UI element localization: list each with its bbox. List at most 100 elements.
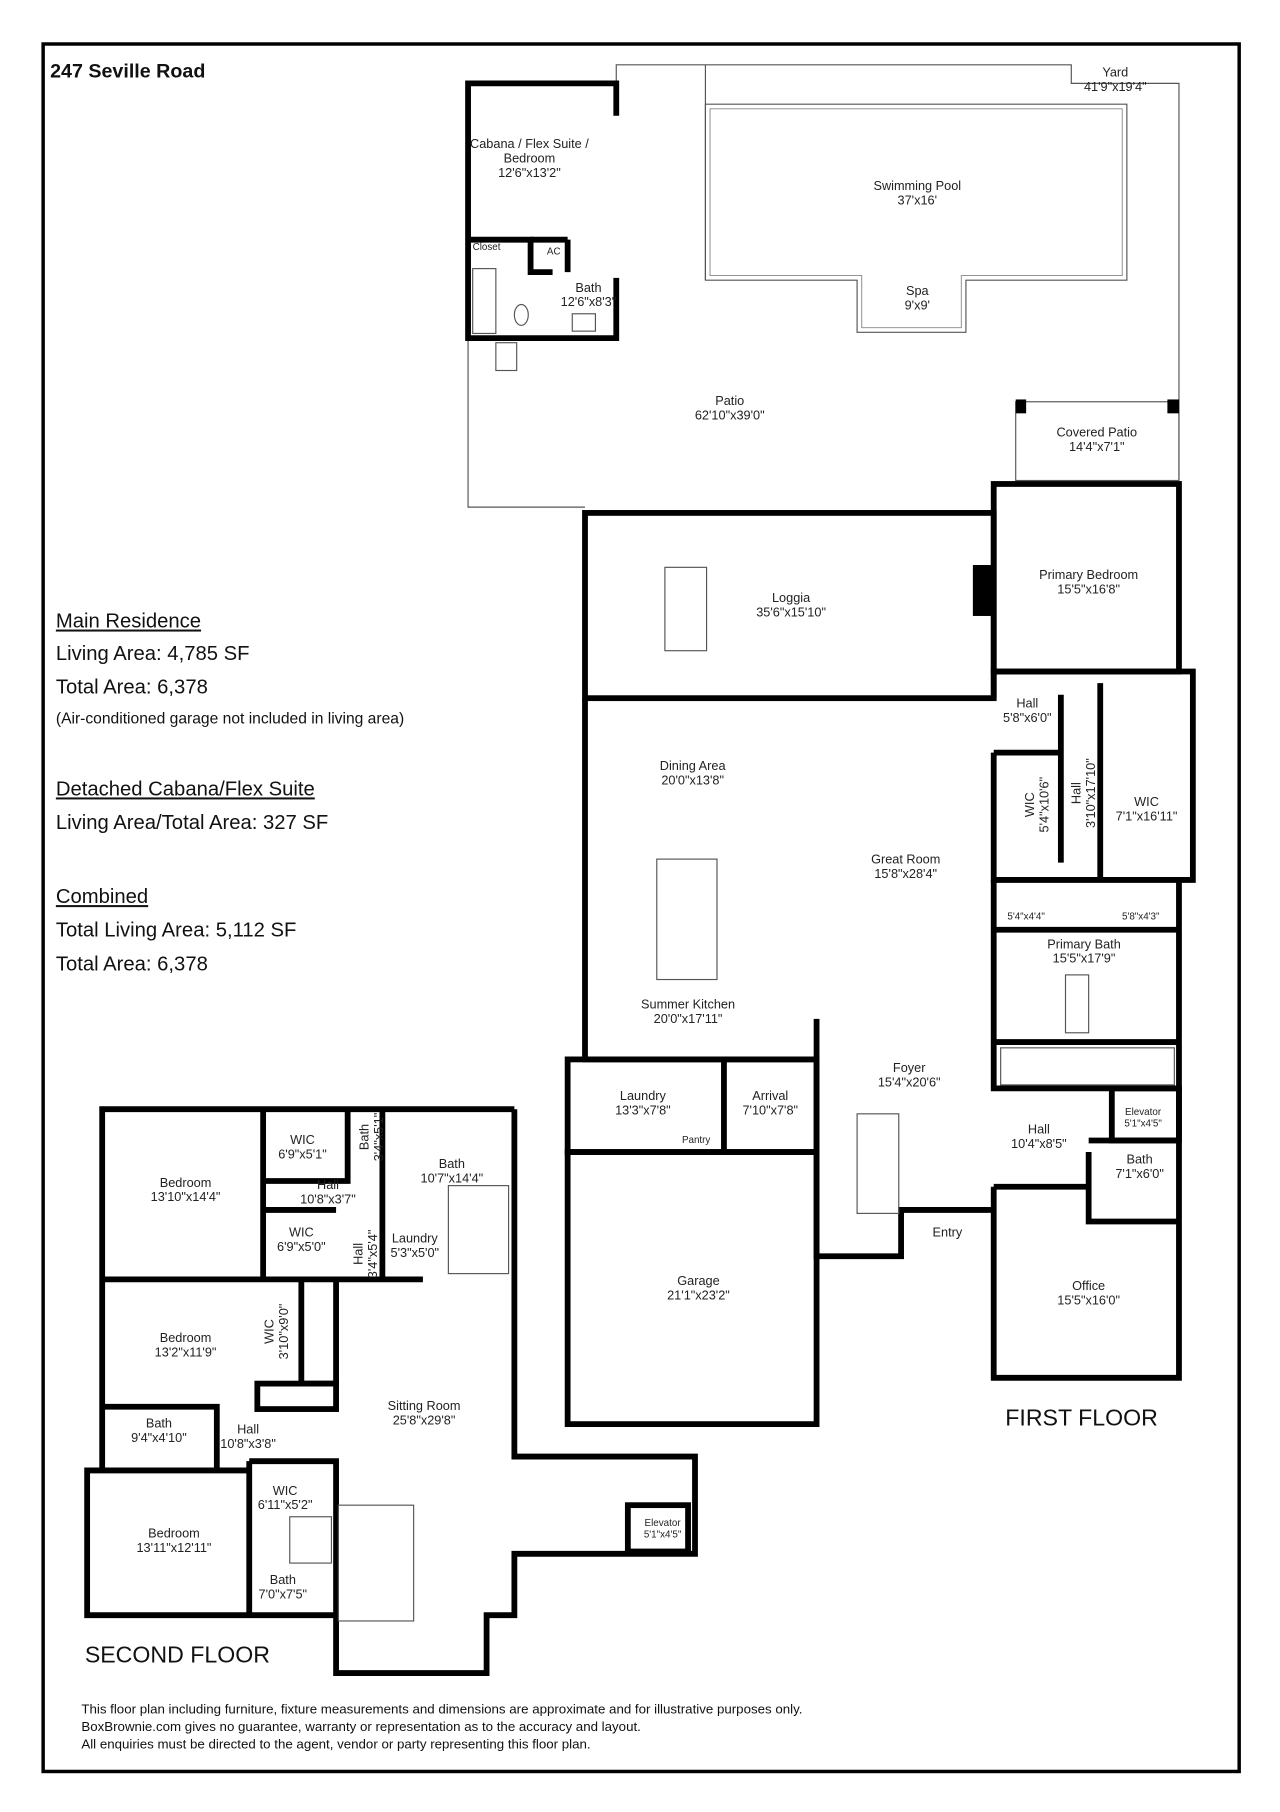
page-border <box>41 42 1241 1774</box>
room-dim: 15'5"x16'8" <box>1057 581 1120 596</box>
room-dim: 15'5"x16'0" <box>1057 1292 1120 1307</box>
room-name: Bedroom <box>160 1175 212 1190</box>
outdoor-outlines <box>467 64 1180 508</box>
room-name: Hall <box>317 1177 339 1192</box>
room-dim: 7'1"x6'0" <box>1115 1166 1164 1181</box>
room-name: Primary Bedroom <box>1039 567 1138 582</box>
room-dim: 5'8"x6'0" <box>1003 710 1052 725</box>
room-label: Hall3'10"x17'10" <box>1069 758 1098 828</box>
room-dim: 15'8"x28'4" <box>874 866 937 881</box>
room-name: Entry <box>933 1225 963 1240</box>
room-name2: Bedroom <box>504 151 556 166</box>
room-name: Pantry <box>682 1135 710 1146</box>
room-dim: 9'4"x4'10" <box>131 1430 187 1445</box>
room-name: WIC <box>1134 794 1159 809</box>
room-name: Foyer <box>893 1060 926 1075</box>
room-dim: 7'0"x7'5" <box>259 1586 308 1601</box>
room-label: Entry <box>933 1225 963 1240</box>
room-dim: 12'6"x13'2" <box>498 165 561 180</box>
room-dim: 7'10"x7'8" <box>742 1102 798 1117</box>
room-dim: 20'0"x17'11" <box>654 1011 723 1026</box>
room-dim: 37'x16' <box>898 192 938 207</box>
room-dim: 3'10"x17'10" <box>1083 758 1098 828</box>
room-name: Spa <box>906 283 930 298</box>
room-name: AC <box>547 247 561 258</box>
room-dim: 10'4"x8'5" <box>1011 1136 1067 1151</box>
room-name: Hall <box>351 1243 366 1265</box>
main-residence-heading: Main Residence <box>56 611 201 633</box>
room-dim: 62'10"x39'0" <box>695 408 765 423</box>
room-name: Closet <box>473 242 501 253</box>
room-dim: 13'10"x14'4" <box>151 1189 221 1204</box>
room-name: WIC <box>262 1319 277 1344</box>
room-label: Pantry <box>682 1135 710 1146</box>
cabana-walls <box>465 80 620 341</box>
room-dim: 14'4"x7'1" <box>1069 439 1125 454</box>
room-name: WIC <box>289 1225 314 1240</box>
main-note: (Air-conditioned garage not included in … <box>56 711 404 728</box>
room-name: Bath <box>270 1572 296 1587</box>
property-title: 247 Seville Road <box>50 61 205 83</box>
disclaimer-line: All enquiries must be directed to the ag… <box>81 1736 590 1751</box>
room-name: Bath <box>356 1124 371 1150</box>
room-dim: 35'6"x15'10" <box>756 605 826 620</box>
room-name: Hall <box>1069 782 1084 804</box>
room-label: 5'4"x4'4" <box>1007 911 1045 922</box>
disclaimer-line: This floor plan including furniture, fix… <box>81 1702 802 1717</box>
combined-heading: Combined <box>56 886 148 908</box>
room-name: Bath <box>1127 1152 1153 1167</box>
room-dim: 13'11"x12'11" <box>136 1540 211 1555</box>
room-label: 5'8"x4'3" <box>1122 911 1160 922</box>
room-dim: 15'5"x17'9" <box>1053 951 1116 966</box>
room-name: Sitting Room <box>388 1398 461 1413</box>
room-name: Laundry <box>392 1230 439 1245</box>
room-dim: 3'10"x9'0" <box>276 1304 291 1360</box>
room-name: Patio <box>715 393 744 408</box>
room-name: Elevator <box>1125 1107 1162 1118</box>
room-dim: 20'0"x13'8" <box>661 772 724 787</box>
room-name: Swimming Pool <box>873 178 961 193</box>
first-floor-label: FIRST FLOOR <box>1005 1404 1158 1430</box>
room-dim: 10'7"x14'4" <box>421 1171 484 1186</box>
room-name: Arrival <box>752 1088 788 1103</box>
room-name: Elevator <box>645 1518 682 1529</box>
room-dim: 5'8"x4'3" <box>1122 911 1160 922</box>
room-name: Bath <box>575 280 601 295</box>
room-name: Bedroom <box>160 1330 212 1345</box>
room-dim: 13'3"x7'8" <box>615 1102 671 1117</box>
room-dim: 25'8"x29'8" <box>393 1413 456 1428</box>
room-name: Yard <box>1102 64 1128 79</box>
room-dim: 10'8"x3'8" <box>220 1436 276 1451</box>
room-name: Dining Area <box>660 758 727 773</box>
room-dim: 12'6"x8'3" <box>561 294 617 309</box>
second-floor-label: SECOND FLOOR <box>85 1642 270 1668</box>
combined-total-area: Total Area: 6,378 <box>56 953 208 975</box>
main-living-area: Living Area: 4,785 SF <box>56 643 250 665</box>
room-label: Closet <box>473 242 501 253</box>
room-dim: 13'2"x11'9" <box>155 1344 217 1359</box>
room-dim: 21'1"x23'2" <box>667 1288 730 1303</box>
